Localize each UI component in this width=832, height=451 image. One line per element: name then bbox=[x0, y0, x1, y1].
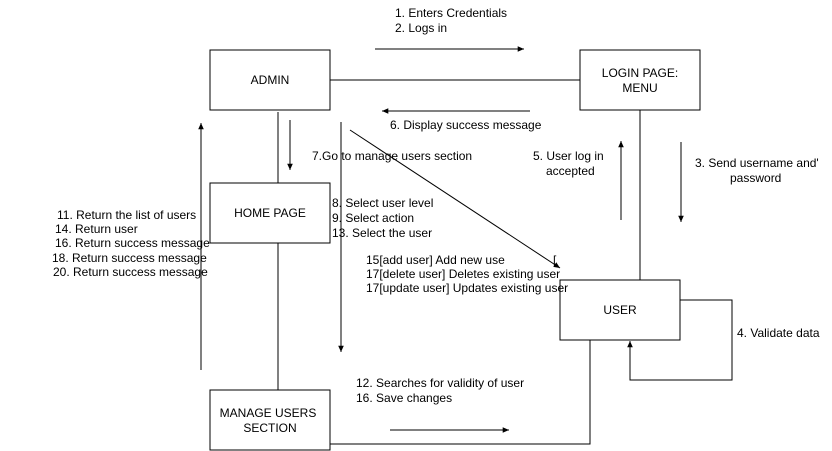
admin-label: ADMIN bbox=[251, 73, 290, 87]
msg-select-user-level: 8. Select user level bbox=[332, 196, 433, 210]
msg-select-action: 9. Select action bbox=[332, 211, 414, 225]
msg-update-user: 17[update user] Updates existing user bbox=[366, 281, 568, 295]
login-page-box bbox=[579, 49, 701, 111]
msg-delete-user: 17[delete user] Deletes existing user bbox=[366, 267, 560, 281]
user-label: USER bbox=[603, 303, 637, 317]
arrow-admin-to-user bbox=[349, 129, 561, 269]
msg-select-user: 13. Select the user bbox=[332, 226, 432, 240]
msg-send-username-line1: 3. Send username and' bbox=[695, 156, 819, 170]
msg-return-success-18: 18. Return success message bbox=[52, 251, 207, 265]
connector-manage-user bbox=[330, 340, 591, 445]
msg-return-success-16: 16. Return success message bbox=[55, 236, 210, 250]
msg-login-accepted-line1: 5. User log in bbox=[533, 149, 604, 163]
msg-go-to-manage: 7.Go to manage users section bbox=[312, 149, 472, 163]
manage-label-line2: SECTION bbox=[243, 421, 296, 435]
msg-bracket: [ bbox=[553, 253, 557, 267]
msg-send-username-line2: password bbox=[730, 171, 781, 185]
msg-login-accepted-line2: accepted bbox=[546, 164, 595, 178]
msg-save-changes: 16. Save changes bbox=[356, 391, 452, 405]
msg-return-list: 11. Return the list of users bbox=[57, 208, 196, 222]
msg-display-success: 6. Display success message bbox=[390, 118, 542, 132]
home-label: HOME PAGE bbox=[234, 206, 306, 220]
self-loop-validate bbox=[627, 299, 733, 381]
admin-box bbox=[209, 49, 331, 111]
msg-enters-credentials: 1. Enters Credentials bbox=[395, 6, 507, 20]
msg-searches-validity: 12. Searches for validity of user bbox=[356, 376, 524, 390]
login-label-line1: LOGIN PAGE: bbox=[602, 66, 678, 80]
msg-logs-in: 2. Logs in bbox=[395, 21, 447, 35]
msg-return-success-20: 20. Return success message bbox=[53, 265, 208, 279]
user-box bbox=[559, 279, 681, 341]
msg-add-user: 15[add user] Add new use bbox=[366, 253, 505, 267]
manage-users-box bbox=[209, 389, 331, 451]
login-label-line2: MENU bbox=[622, 81, 657, 95]
manage-label-line1: MANAGE USERS bbox=[220, 406, 317, 420]
msg-return-user: 14. Return user bbox=[55, 222, 138, 236]
msg-validate-data: 4. Validate data bbox=[737, 326, 820, 340]
home-page-box bbox=[209, 182, 331, 244]
